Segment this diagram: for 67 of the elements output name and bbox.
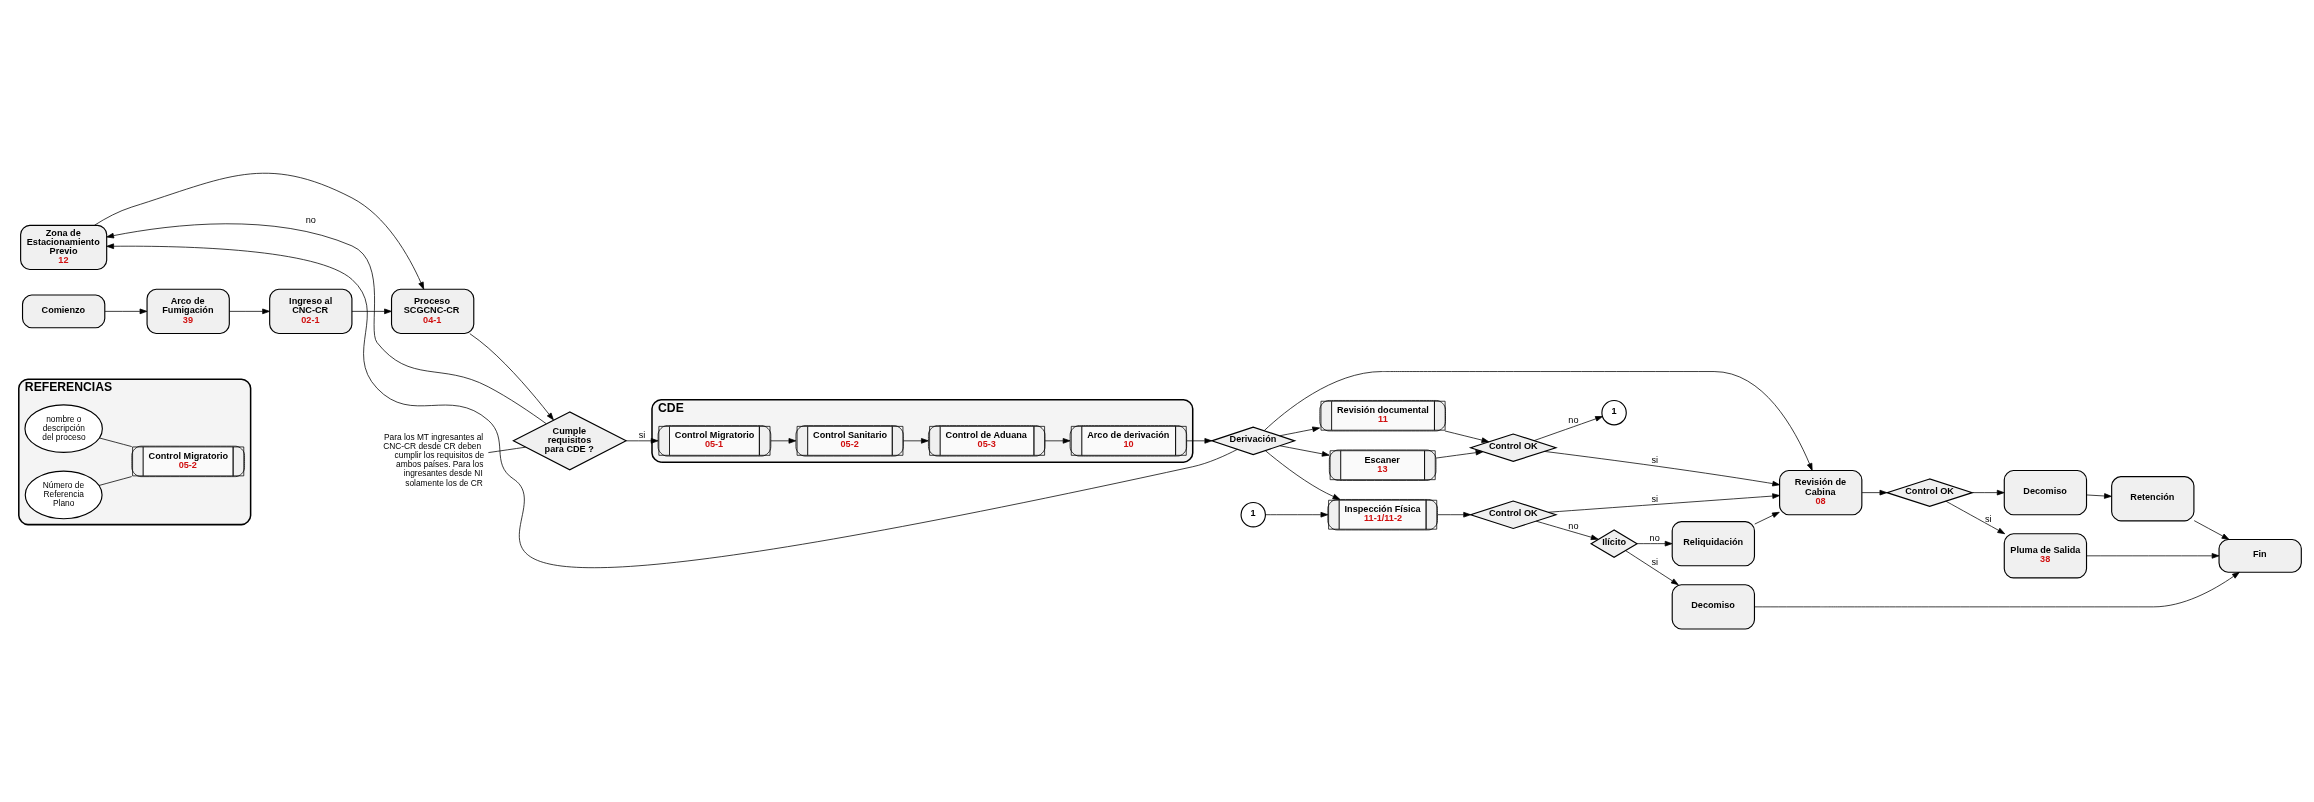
node-box: Reliquidación [1671, 521, 1756, 567]
edge-label: si [638, 430, 646, 441]
arrow [1535, 520, 1599, 540]
node-box: Arco de Fumigación 39 [146, 288, 230, 334]
arrow [1437, 511, 1471, 518]
arrow [1945, 500, 2006, 535]
node-box: Comienzo [21, 294, 106, 329]
arrow [1265, 511, 1329, 518]
connector [98, 437, 133, 447]
node-diamond: Control OK [1885, 478, 1975, 507]
arrow [1444, 430, 1490, 443]
arrow [625, 438, 659, 444]
arrow [1264, 450, 1341, 500]
arrow [1544, 451, 1780, 487]
node-box: Proceso SCGCNC-CR 04-1 [390, 288, 475, 334]
arrow [104, 308, 148, 315]
arrow [1263, 371, 1813, 471]
node-ellipse: Número de Referencia Plano [24, 470, 103, 520]
edge-label: no [305, 215, 316, 226]
node-box: Decomiso [2003, 469, 2088, 516]
arrow [1861, 489, 1888, 496]
node-text: Para los MT ingresantes al CNC-CR desde CR deben cumplir los requisitos de ambos países. Para los ingresantes desde NI solamente los de CR [383, 431, 485, 488]
arrow [1533, 416, 1603, 441]
edge-label: si [1651, 455, 1658, 466]
node-box: Ingreso al CNC-CR 02-1 [269, 288, 353, 334]
node-diamond: Control OK [1468, 500, 1558, 529]
arrow [106, 243, 1238, 568]
arrow [1972, 489, 2005, 496]
node-circle: 1 [1601, 399, 1627, 426]
arrow [1548, 493, 1780, 513]
arrow [2086, 493, 2112, 499]
node-box: Decomiso [1671, 584, 1756, 630]
node-diamond: Derivación [1210, 426, 1297, 456]
node-box: Zona de Estacionamiento Previo 12 [20, 224, 108, 271]
arrow [1435, 449, 1484, 459]
arrow [2193, 520, 2230, 540]
edge-label: si [1984, 514, 1992, 525]
connector [488, 446, 526, 453]
node-circle: 1 [1240, 501, 1266, 528]
arrow [903, 438, 929, 444]
arrow [351, 308, 392, 315]
arrow [770, 438, 797, 444]
arrow [229, 308, 270, 315]
node-box: Revisión de Cabina 08 [1779, 469, 1863, 516]
edge-label: no [1568, 415, 1579, 426]
edge-label: no [1649, 533, 1660, 544]
edge-label: si [1651, 494, 1658, 505]
arrow [1754, 511, 1780, 525]
node-diamond: Control OK [1468, 433, 1558, 462]
arrow [1279, 426, 1320, 437]
node-box: Retención [2111, 476, 2195, 522]
arrow [1754, 571, 2240, 608]
arrow [94, 172, 425, 290]
arrow [1625, 550, 1679, 586]
node-ellipse: nombre o descripción del proceso [24, 404, 103, 453]
arrow [1186, 438, 1213, 444]
node-box: Fin [2218, 538, 2302, 573]
arrow [1044, 438, 1071, 444]
arrow [2086, 553, 2220, 559]
arrow [106, 223, 547, 424]
node-box: Pluma de Salida 38 [2003, 533, 2088, 579]
connector [98, 476, 133, 486]
arrow [1636, 540, 1673, 547]
edge-label: no [1568, 520, 1579, 531]
edge-label: si [1651, 556, 1658, 567]
arrow [469, 333, 554, 421]
arrow [1279, 445, 1330, 457]
